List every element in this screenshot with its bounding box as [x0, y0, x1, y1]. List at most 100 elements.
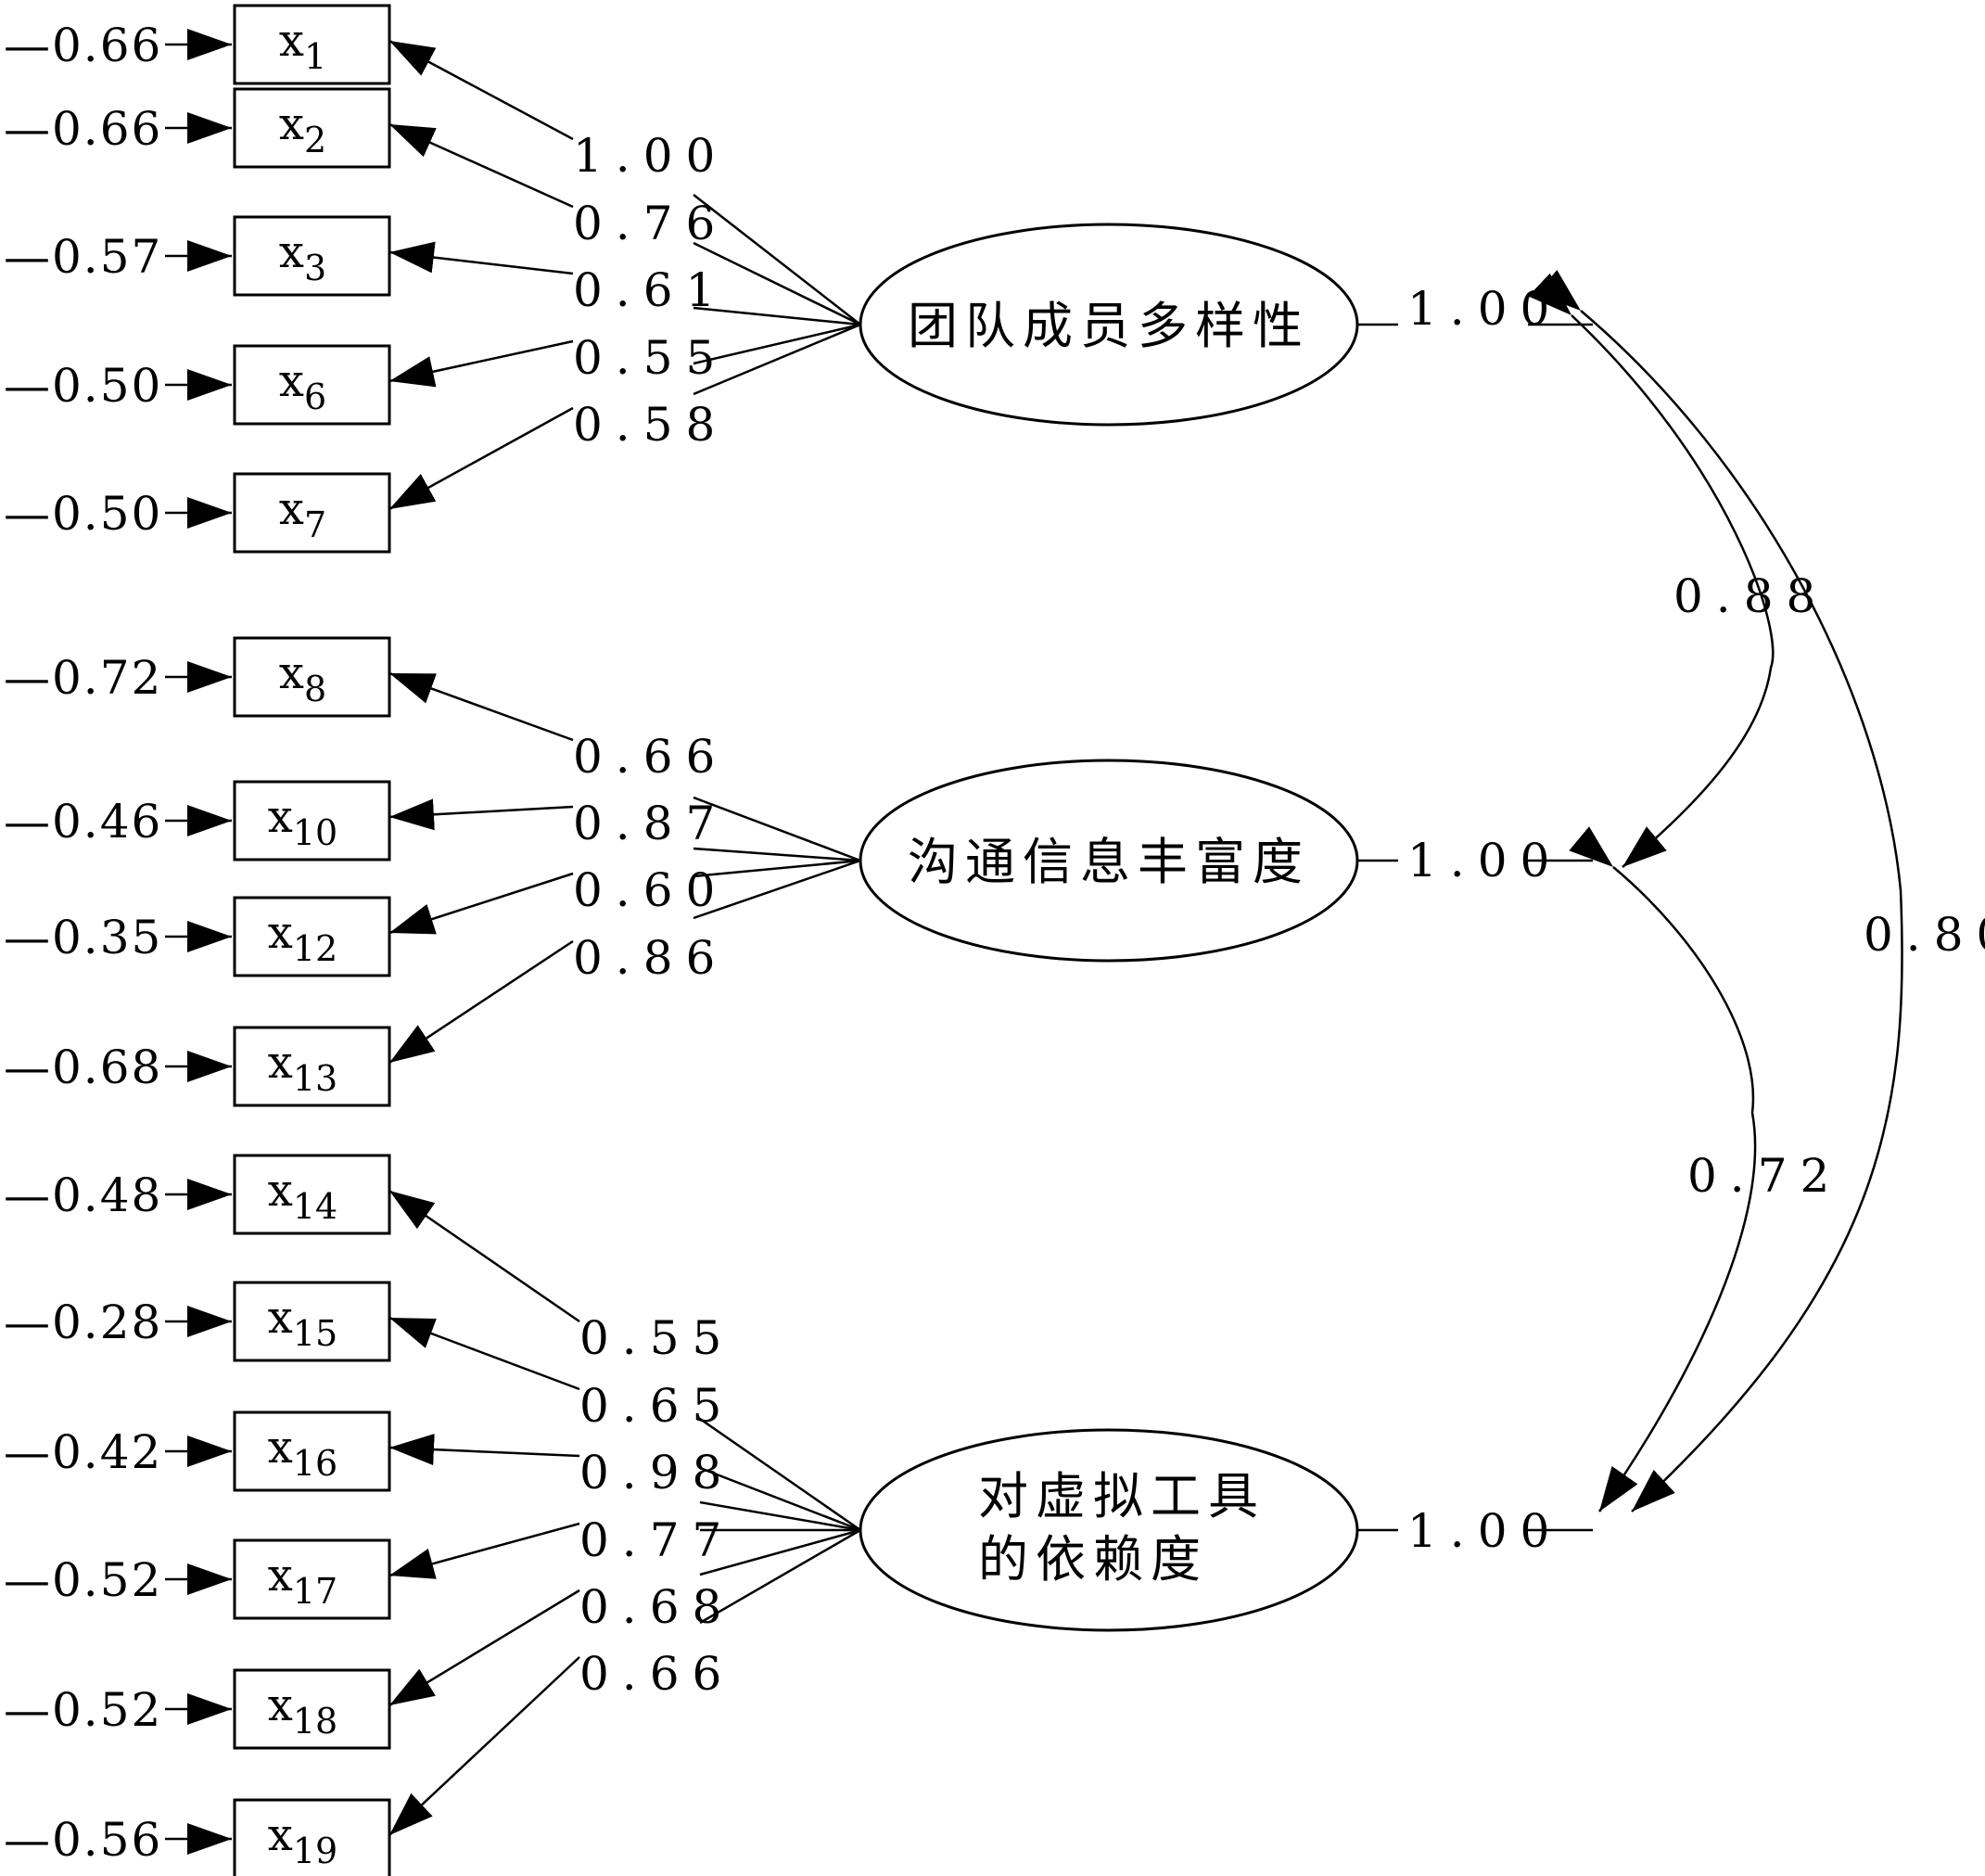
loading-arrow — [388, 1189, 580, 1323]
indicator-box — [233, 215, 391, 297]
loading-label: 0.61 — [573, 263, 728, 317]
indicator-subscript: 1 — [304, 36, 326, 77]
error-variance-label: —0.68 — [4, 1040, 162, 1094]
loading-line — [699, 1466, 861, 1532]
error-variance-label: —0.66 — [4, 19, 162, 72]
loading-line — [693, 323, 861, 396]
indicator-box — [233, 1026, 391, 1107]
loading-label: 0.58 — [573, 398, 728, 452]
indicator-subscript: 12 — [293, 928, 337, 969]
error-variance-label: —0.42 — [4, 1425, 162, 1479]
indicator-box — [233, 896, 391, 977]
indicator-subscript: 19 — [293, 1831, 337, 1871]
indicator-subscript: 7 — [304, 504, 326, 545]
latent-label: 团队成员多样性 — [908, 297, 1310, 355]
loading-line — [693, 323, 861, 365]
loading-label: 1.00 — [573, 129, 728, 183]
loading-arrow — [388, 872, 574, 935]
error-variance-label: —0.28 — [4, 1295, 162, 1349]
indicator-subscript: 18 — [293, 1701, 337, 1742]
loading-label: 0.87 — [573, 797, 728, 850]
indicator-box — [233, 636, 391, 718]
indicator-subscript: 10 — [293, 812, 337, 853]
loading-arrow — [388, 39, 574, 141]
loading-label: 0.55 — [573, 331, 728, 385]
error-variance-label: —0.66 — [4, 102, 162, 156]
latent-label-line: 的依赖度 — [978, 1530, 1208, 1589]
latent-variance-label: 1.00 — [1407, 1504, 1562, 1558]
latent-label-line: 对虚拟工具 — [978, 1467, 1266, 1525]
error-variance-label: —0.35 — [4, 911, 162, 964]
latent-variance-label: 1.00 — [1407, 834, 1562, 887]
loading-arrow — [388, 671, 574, 742]
indicator-box — [233, 1281, 391, 1362]
indicator-subscript: 8 — [304, 669, 326, 709]
loading-label: 0.68 — [579, 1580, 734, 1634]
indicator-subscript: 13 — [293, 1058, 337, 1099]
latent-ellipse — [859, 1428, 1359, 1632]
loading-arrow — [388, 1316, 580, 1391]
indicator-subscript: 17 — [293, 1571, 337, 1612]
correlation-label-f1-f2: 0.88 — [1673, 569, 1828, 623]
loading-line — [693, 796, 861, 862]
loading-label: 0.76 — [573, 197, 728, 250]
correlation-arc-f1-f2 — [1528, 273, 1775, 868]
indicator-box — [233, 780, 391, 861]
loading-line — [699, 1500, 861, 1532]
indicator-label: x2 — [279, 98, 326, 160]
indicator-subscript: 16 — [293, 1443, 337, 1484]
indicator-box — [233, 1538, 391, 1620]
loading-line — [693, 306, 861, 326]
indicator-subscript: 15 — [293, 1313, 337, 1354]
loading-arrow — [388, 939, 574, 1065]
indicator-box — [233, 4, 391, 85]
indicator-subscript: 3 — [304, 248, 326, 288]
indicator-subscript: 6 — [304, 376, 326, 417]
loading-label: 0.66 — [573, 730, 728, 784]
loading-arrow — [388, 122, 574, 209]
loading-line — [693, 847, 861, 862]
indicator-subscript: 2 — [304, 120, 326, 160]
error-variance-label: —0.72 — [4, 651, 162, 705]
correlation-label-f1-f3: 0.80 — [1864, 908, 1985, 962]
latent-label: 沟通信息丰富度 — [908, 833, 1310, 891]
error-variance-label: —0.50 — [4, 487, 162, 541]
indicator-label: x8 — [279, 647, 326, 709]
loading-line — [699, 1417, 861, 1532]
error-variance-label: —0.52 — [4, 1553, 162, 1607]
indicator-box — [233, 87, 391, 169]
loading-arrow — [388, 1434, 580, 1466]
loading-label: 0.65 — [579, 1379, 734, 1433]
indicator-box — [233, 1668, 391, 1750]
correlation-arc-f1-f3 — [1536, 270, 1903, 1512]
loading-label: 0.86 — [573, 931, 728, 985]
diagram-nodes — [233, 4, 1359, 1876]
correlation-arcs — [1528, 270, 1903, 1512]
loading-line — [693, 859, 861, 878]
indicator-label: x13 — [268, 1037, 337, 1099]
indicator-box — [233, 1798, 391, 1876]
loading-line — [693, 241, 861, 326]
loading-arrow — [388, 241, 574, 275]
indicator-box — [233, 344, 391, 426]
loading-label: 0.77 — [579, 1513, 734, 1567]
loading-label: 0.98 — [579, 1446, 734, 1500]
error-variance-label: —0.46 — [4, 795, 162, 849]
latent-ellipse — [859, 223, 1359, 427]
loading-label: 0.55 — [579, 1311, 734, 1365]
latent-variance-label: 1.00 — [1407, 282, 1562, 336]
loading-line — [699, 1528, 861, 1625]
error-variance-label: —0.52 — [4, 1683, 162, 1737]
path-lines — [165, 29, 1593, 1855]
error-variance-label: —0.57 — [4, 230, 162, 284]
latent-ellipse — [859, 759, 1359, 963]
loading-line — [699, 1528, 861, 1576]
error-variance-label: —0.48 — [4, 1168, 162, 1222]
loading-arrow — [388, 1656, 580, 1836]
error-variance-label: —0.56 — [4, 1813, 162, 1867]
indicator-box — [233, 1154, 391, 1235]
loading-arrow — [388, 798, 574, 831]
loading-arrow — [388, 1589, 580, 1707]
indicator-box — [233, 1410, 391, 1492]
